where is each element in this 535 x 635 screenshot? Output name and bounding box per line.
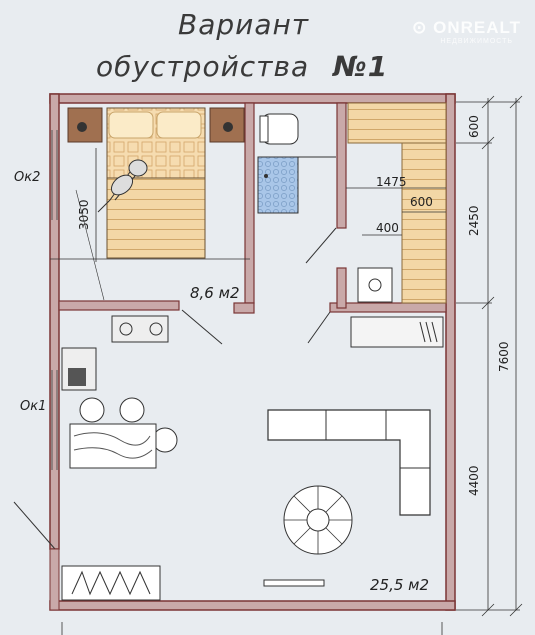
title-word: обустройства [96, 50, 310, 83]
bed-length-dim: 3050 [77, 199, 91, 230]
shower-drain-icon [264, 174, 268, 178]
sauna: 1475 600 400 [307, 102, 447, 344]
living-area: 25,5 м2 [370, 576, 429, 594]
table-woodgrain [73, 432, 153, 459]
bedroom-area: 8,6 м2 [190, 284, 239, 302]
pillow-right [156, 111, 202, 139]
window-ok1-label: Ок1 [20, 399, 46, 414]
brand-watermark: ⊙ ONREALT [412, 18, 521, 38]
sauna-bench-side [401, 142, 447, 304]
sauna-door-swing [307, 311, 331, 344]
shoe-cabinet [61, 565, 161, 601]
sleeping-person-icon [97, 159, 148, 213]
shower-tray [257, 156, 299, 214]
tv-cabinet [350, 316, 444, 348]
rug-rays [284, 486, 352, 554]
dining-table [69, 423, 157, 469]
variant-number: №1 [333, 50, 389, 83]
tv-stand-pattern [419, 321, 438, 343]
lamp-right-icon [223, 122, 233, 132]
sink-bowl-icon [119, 322, 133, 336]
stove-burner-icon [368, 278, 382, 292]
living-room: 25,5 м2 [61, 409, 431, 601]
brand-tagline: НЕДВИЖИМОСТЬ [440, 38, 513, 45]
sauna-bench-top [347, 102, 447, 144]
sink-bowl-2-icon [149, 322, 163, 336]
window-ok2-label: Ок2 [14, 170, 40, 185]
dim-right-600: 600 [467, 115, 481, 138]
lamp-left-icon [77, 122, 87, 132]
dim-right-4400: 4400 [467, 465, 481, 496]
oven-icon [68, 368, 86, 386]
chair-1-icon [79, 397, 105, 423]
bottom-dimension-ticks [61, 622, 443, 635]
sauna-stove [357, 267, 393, 303]
sauna-width-dim: 1475 [376, 175, 407, 189]
kitchen-sink [111, 315, 169, 343]
right-dimensions [456, 95, 523, 617]
chair-3-icon [152, 427, 178, 453]
title-line-2: обустройства №1 [96, 50, 388, 83]
kitchen [61, 309, 444, 391]
entrance-door [13, 501, 60, 611]
cabinet-zigzag [71, 570, 151, 596]
corner-sofa [267, 409, 431, 516]
bench-600-dim: 600 [410, 195, 433, 209]
inner-walls [58, 102, 447, 314]
brand-name: ONREALT [433, 18, 521, 37]
bathroom [257, 113, 337, 264]
pillow-left [108, 111, 154, 139]
dim-line-diag [75, 189, 105, 301]
dim-total-7600: 7600 [497, 341, 511, 372]
dining [69, 397, 178, 469]
dim-right-2450: 2450 [467, 205, 481, 236]
bench-400-dim: 400 [376, 221, 399, 235]
window-ok2 [51, 130, 58, 220]
window-ok1 [51, 370, 58, 470]
tv-panel [263, 579, 325, 587]
bedroom-door-swing [181, 309, 223, 345]
toilet-tank [259, 115, 269, 143]
brand-logo-icon: ⊙ [412, 18, 428, 37]
bedroom: 3050 8,6 м2 [50, 107, 250, 302]
bath-door-swing [305, 227, 337, 264]
chair-2-icon [119, 397, 145, 423]
title-line-1: Вариант [178, 8, 310, 41]
